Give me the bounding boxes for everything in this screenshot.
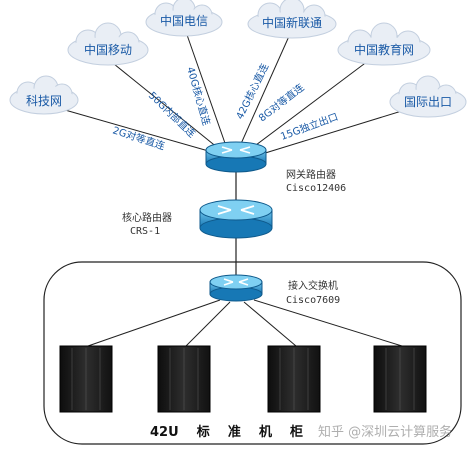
cloud-label-unicom: 中国新联通 — [262, 15, 322, 30]
gateway-router — [205, 141, 267, 173]
access-switch — [209, 274, 263, 302]
link-labels: 2G对等直连 50G内部直连 40G核心直连 42G核心直连 8G对等直连 15… — [111, 61, 340, 152]
cloud-label-keji: 科技网 — [26, 94, 62, 108]
cloud-label-mobile: 中国移动 — [84, 42, 132, 57]
core-name: 核心路由器 — [122, 211, 172, 224]
racks-caption: 42U 标 准 机 柜 — [150, 424, 303, 440]
uplink-line-keji — [57, 107, 213, 153]
server-rack-3 — [267, 345, 321, 413]
cloud-unicom: 中国新联通 — [247, 0, 337, 39]
uplink-line-mobile — [113, 63, 219, 149]
server-rack-4 — [373, 345, 427, 413]
cloud-label-intl: 国际出口 — [404, 95, 452, 109]
link-label-mobile: 50G内部直连 — [146, 89, 199, 140]
router-arrows-icon — [217, 205, 255, 215]
switch-arrows-icon — [223, 278, 249, 286]
watermark-text: 知乎 @深圳云计算服务 — [318, 424, 452, 440]
cloud-label-edu: 中国教育网 — [354, 42, 414, 57]
router-arrows-icon — [221, 146, 251, 154]
access-model: Cisco7609 — [286, 295, 340, 306]
cloud-intl: 国际出口 — [389, 75, 467, 118]
cloud-telecom: 中国电信 — [145, 0, 223, 37]
uplink-line-unicom — [239, 33, 291, 147]
server-rack-1 — [59, 345, 113, 413]
server-rack-2 — [157, 345, 211, 413]
downlink-lines — [87, 299, 403, 347]
uplink-line-edu — [251, 57, 373, 149]
link-label-edu: 8G对等直连 — [256, 81, 307, 125]
link-label-keji: 2G对等直连 — [111, 123, 166, 152]
uplink-line-intl — [261, 105, 419, 155]
gateway-name: 网关路由器 — [286, 168, 336, 181]
link-label-intl: 15G独立出口 — [279, 110, 340, 143]
downlink-line-4 — [253, 299, 403, 347]
gateway-model: Cisco12406 — [286, 183, 346, 194]
core-model: CRS-1 — [130, 226, 160, 237]
uplink-line-telecom — [185, 31, 227, 147]
core-router — [199, 199, 273, 239]
downlink-line-3 — [243, 301, 297, 347]
cloud-edu: 中国教育网 — [337, 22, 431, 66]
downlink-line-1 — [87, 299, 221, 347]
cloud-label-telecom: 中国电信 — [160, 13, 208, 28]
access-name: 接入交换机 — [288, 279, 338, 292]
cloud-keji: 科技网 — [9, 75, 79, 115]
cloud-mobile: 中国移动 — [67, 22, 149, 66]
datacenter-enclosure — [43, 261, 462, 445]
downlink-line-2 — [185, 301, 231, 347]
uplink-lines — [57, 31, 419, 155]
